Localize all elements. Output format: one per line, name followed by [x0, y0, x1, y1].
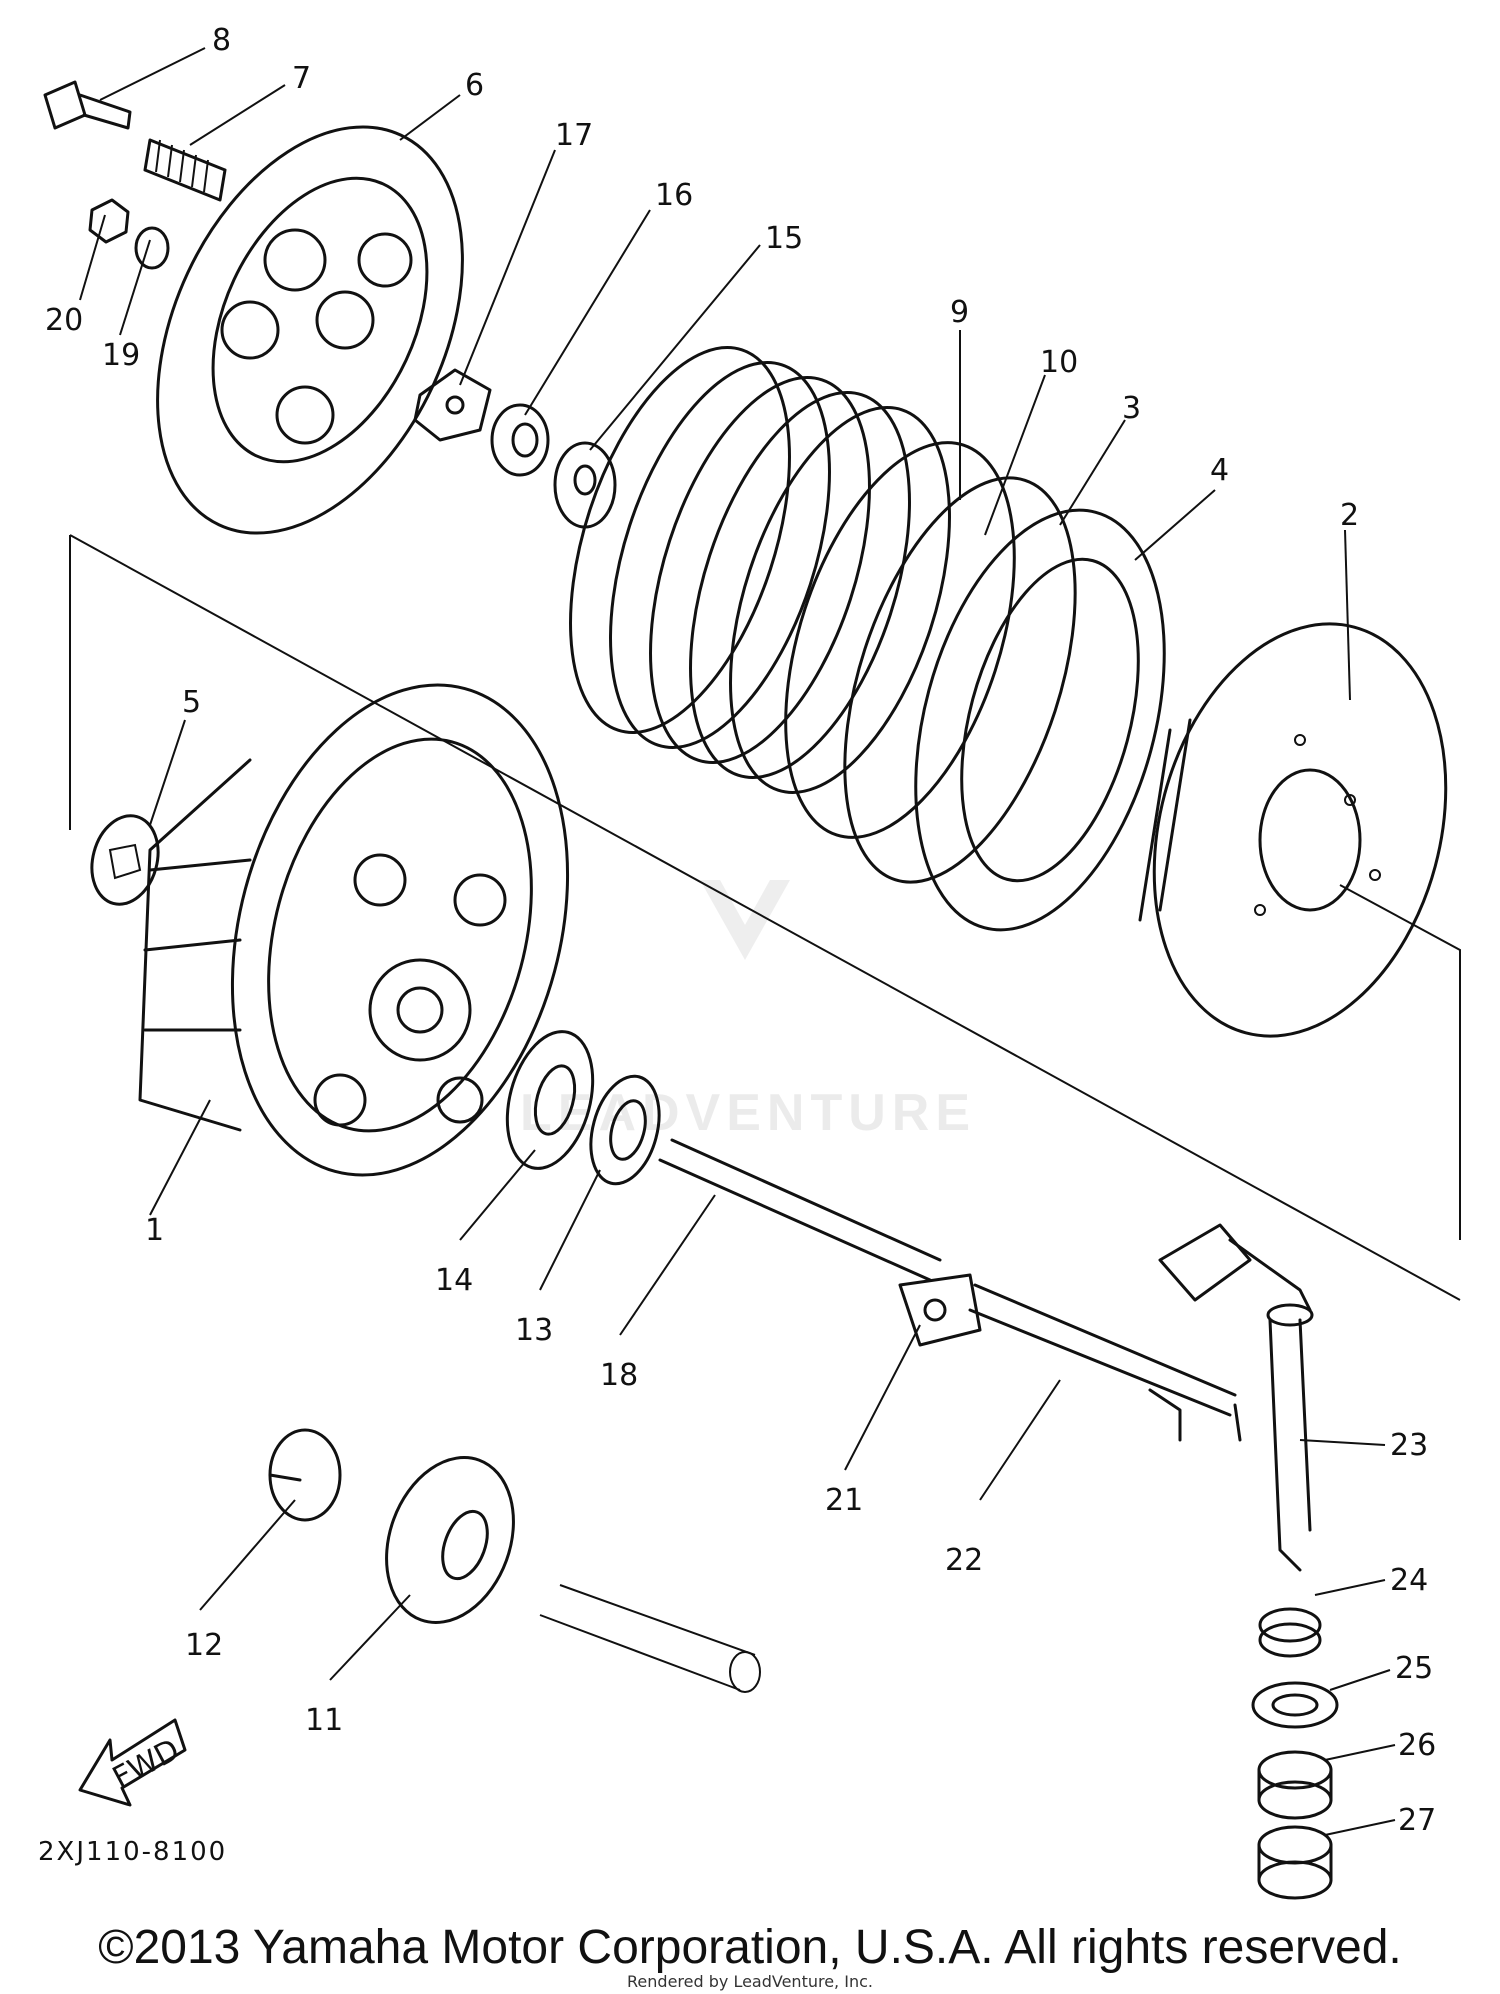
- ball-part-21: [898, 1273, 982, 1347]
- callout-18: 18: [600, 1358, 638, 1393]
- plate-part-17: [413, 368, 492, 442]
- callout-26: 26: [1398, 1728, 1436, 1763]
- clutch-housing-part-1: [138, 683, 570, 1177]
- callout-19: 19: [102, 338, 140, 373]
- callout-24: 24: [1390, 1563, 1428, 1598]
- diagram-code: 2XJ110-8100: [38, 1837, 227, 1867]
- washer-part-14: [505, 1030, 595, 1170]
- leader-lines: [79, 47, 1396, 1836]
- callout-16: 16: [655, 178, 693, 213]
- callout-11: 11: [305, 1703, 343, 1738]
- callout-15: 15: [765, 221, 803, 256]
- callout-20: 20: [45, 303, 83, 338]
- callout-9: 9: [950, 295, 969, 330]
- callout-2: 2: [1340, 498, 1359, 533]
- rendered-by-note: Rendered by LeadVenture, Inc.: [627, 1972, 873, 1991]
- bolt-part-8: [43, 80, 132, 130]
- oil-seal-part-26: [1257, 1750, 1333, 1820]
- callout-1: 1: [145, 1213, 164, 1248]
- watermark-logo: LEADVENTURE: [520, 880, 976, 1142]
- callout-3: 3: [1122, 391, 1141, 426]
- washer-part-13: [589, 1074, 661, 1186]
- spring-part-24: [1258, 1607, 1322, 1658]
- washer-part-25: [1251, 1681, 1339, 1729]
- lock-washer-part-5: [90, 814, 160, 906]
- callout-10: 10: [1040, 345, 1078, 380]
- callout-8: 8: [212, 23, 231, 58]
- fwd-label: FWD: [107, 1732, 185, 1796]
- callout-14: 14: [435, 1263, 473, 1298]
- callout-5: 5: [182, 685, 201, 720]
- collar-part-12: [268, 1428, 342, 1522]
- nut-part-20: [88, 198, 130, 244]
- callout-25: 25: [1395, 1651, 1433, 1686]
- callout-27: 27: [1398, 1803, 1436, 1838]
- callout-13: 13: [515, 1313, 553, 1348]
- callout-17: 17: [555, 118, 593, 153]
- callout-labels: 8 7 6 17 16 15 20 19 9 10 3 4 2 5 1 14 1…: [45, 23, 1436, 1838]
- callout-4: 4: [1210, 453, 1229, 488]
- spring-part-7: [143, 138, 227, 202]
- clutch-boss-part-2: [1138, 622, 1448, 1038]
- fwd-arrow-icon: FWD: [78, 1718, 187, 1807]
- alignment-lines: [69, 534, 1461, 1301]
- watermark-text: LEADVENTURE: [520, 1084, 976, 1142]
- shaft: [539, 1584, 761, 1693]
- callout-6: 6: [465, 68, 484, 103]
- gear-part-11: [385, 1456, 515, 1624]
- callout-21: 21: [825, 1483, 863, 1518]
- clutch-plates-stack: [569, 346, 1166, 932]
- callout-23: 23: [1390, 1428, 1428, 1463]
- pressure-plate-part-6: [156, 125, 464, 535]
- push-rod-part-18: [658, 1138, 942, 1282]
- washer-part-19: [134, 226, 170, 270]
- copyright-notice: ©2013 Yamaha Motor Corporation, U.S.A. A…: [98, 1921, 1402, 1974]
- callout-22: 22: [945, 1543, 983, 1578]
- bearing-part-27: [1257, 1825, 1333, 1900]
- nut-part-16: [490, 403, 550, 477]
- callout-7: 7: [292, 61, 311, 96]
- washer-part-15: [553, 441, 617, 529]
- callout-12: 12: [185, 1628, 223, 1663]
- push-rod-part-22: [968, 1283, 1242, 1442]
- push-lever-part-23: [1158, 1223, 1314, 1572]
